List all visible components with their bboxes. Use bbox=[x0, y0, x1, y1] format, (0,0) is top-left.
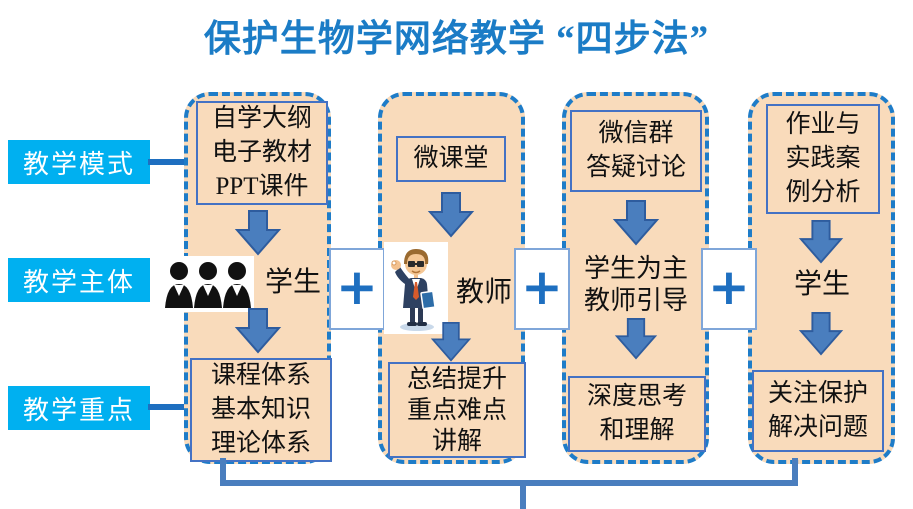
plus-sign-2: + bbox=[514, 248, 570, 330]
down-arrow-icon bbox=[614, 318, 658, 360]
plus-symbol: + bbox=[708, 258, 750, 316]
row-label-teaching-mode: 教学模式 bbox=[8, 140, 150, 184]
bracket-horizontal-line bbox=[220, 480, 798, 486]
col3-top-box: 微信群 答疑讨论 bbox=[570, 110, 702, 192]
col4-top-box: 作业与 实践案 例分析 bbox=[766, 104, 880, 214]
col1-subject-label: 学生 bbox=[264, 267, 321, 298]
plus-sign-3: + bbox=[701, 248, 757, 330]
bracket-left-stem bbox=[220, 458, 226, 486]
down-arrow-icon bbox=[798, 220, 844, 264]
plus-symbol: + bbox=[336, 258, 378, 316]
down-arrow-icon bbox=[234, 308, 282, 354]
students-icon bbox=[162, 256, 254, 312]
col1-bottom-box: 课程体系 基本知识 理论体系 bbox=[190, 358, 332, 462]
col4-bottom-box: 关注保护 解决问题 bbox=[752, 370, 884, 452]
connector-line-mode bbox=[148, 159, 186, 165]
bracket-center-stem bbox=[520, 484, 526, 509]
row-label-teaching-subject: 教学主体 bbox=[8, 258, 150, 302]
connector-line-focus bbox=[148, 404, 188, 410]
down-arrow-icon bbox=[798, 312, 844, 356]
down-arrow-icon bbox=[612, 200, 660, 246]
col2-subject-label: 教师 bbox=[455, 277, 512, 308]
down-arrow-icon bbox=[234, 210, 282, 256]
plus-sign-1: + bbox=[329, 248, 385, 330]
row-label-teaching-focus: 教学重点 bbox=[8, 386, 150, 430]
down-arrow-icon bbox=[430, 322, 472, 362]
page-title: 保护生物学网络教学 “四步法” bbox=[203, 19, 710, 60]
down-arrow-icon bbox=[427, 192, 475, 238]
col3-bottom-box: 深度思考 和理解 bbox=[568, 376, 706, 452]
col2-bottom-box: 总结提升 重点难点 讲解 bbox=[388, 362, 526, 458]
plus-symbol: + bbox=[521, 258, 563, 316]
bracket-right-stem bbox=[792, 458, 798, 486]
teacher-icon bbox=[384, 242, 448, 334]
col4-subject-label: 学生 bbox=[793, 269, 850, 300]
col2-top-box: 微课堂 bbox=[396, 136, 506, 182]
col1-top-box: 自学大纲 电子教材 PPT课件 bbox=[196, 101, 328, 205]
col3-subject-label: 学生为主 教师引导 bbox=[583, 254, 688, 315]
